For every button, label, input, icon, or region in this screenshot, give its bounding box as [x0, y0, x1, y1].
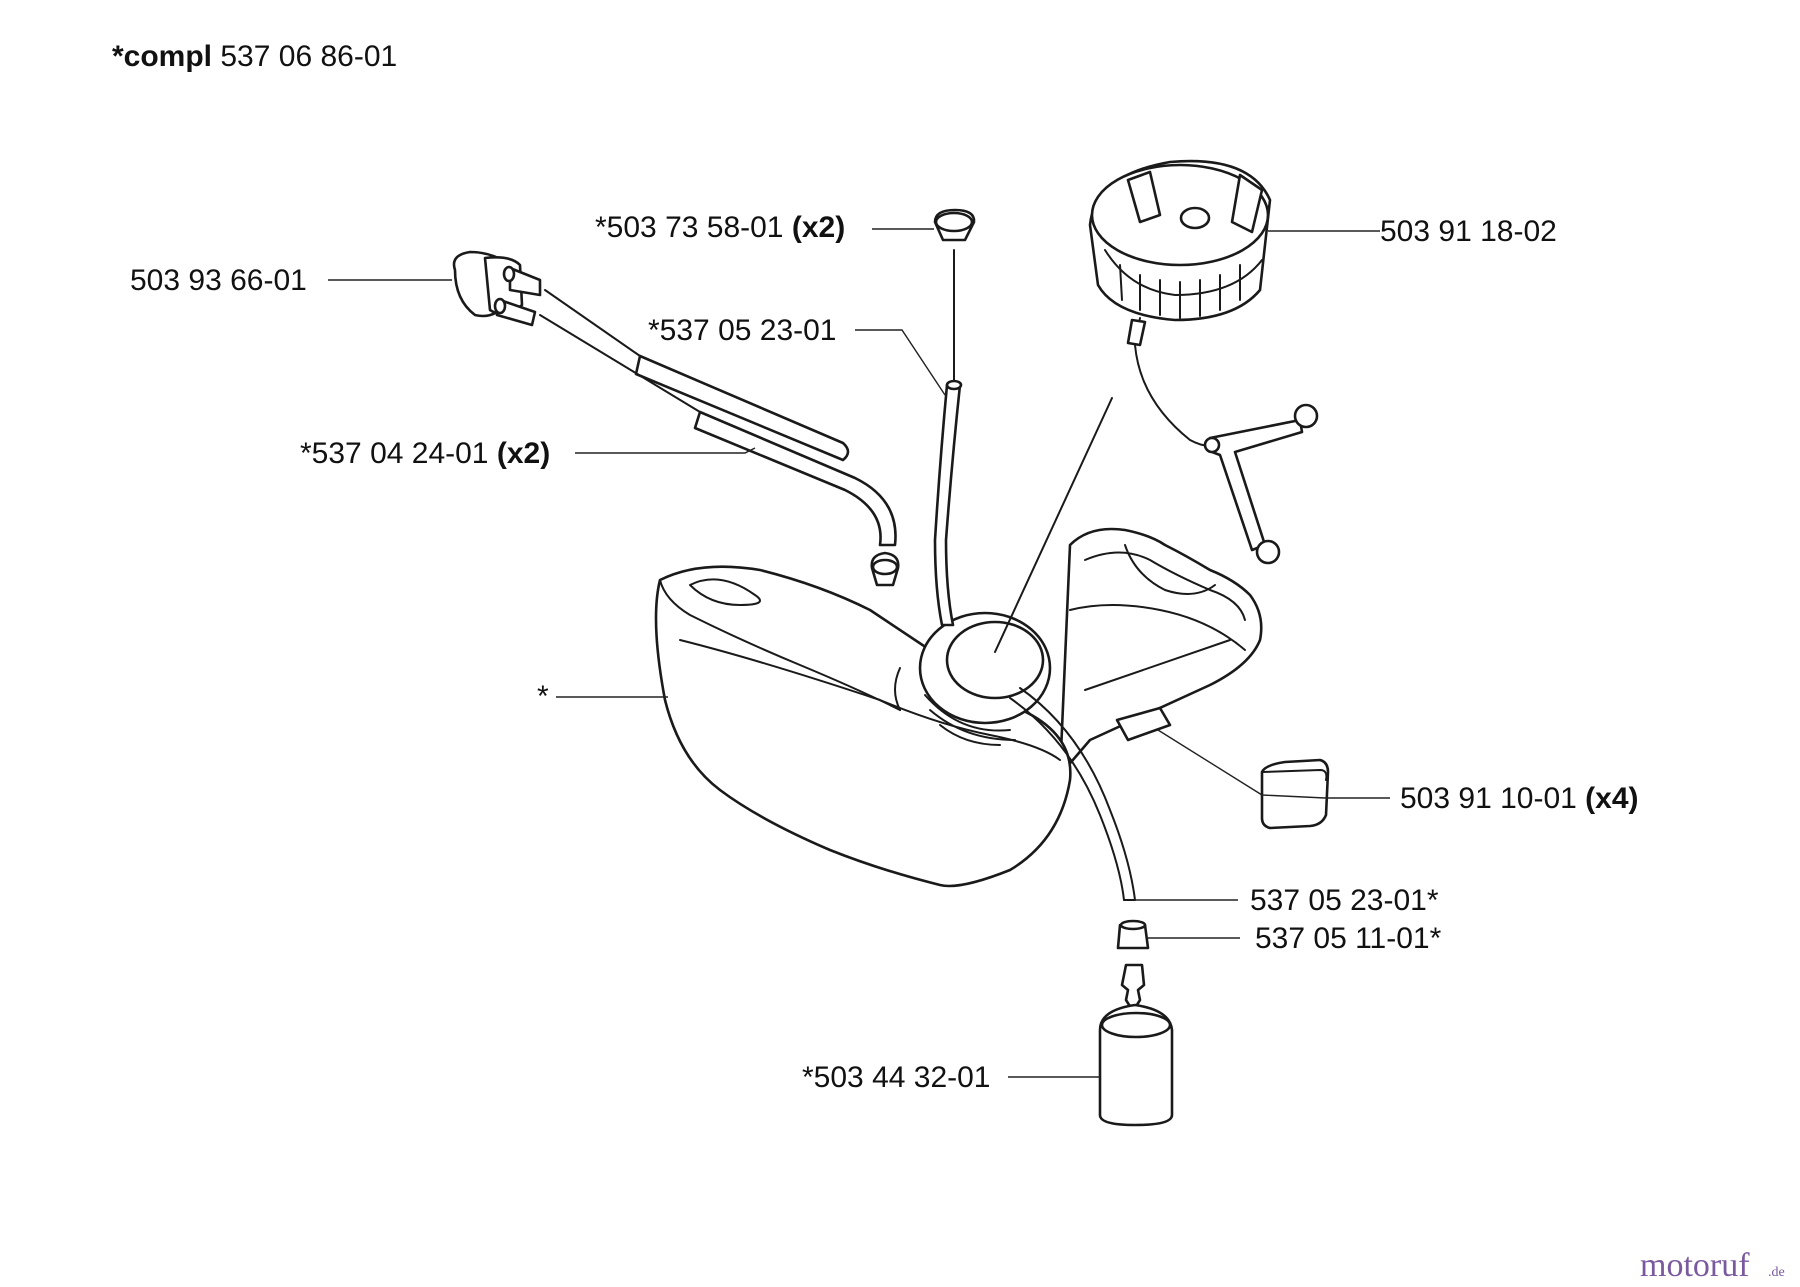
label-537-05-23-01-a: *537 05 23-01 — [648, 314, 837, 347]
fuel-tank — [654, 527, 1263, 888]
return-hose — [933, 379, 963, 627]
hose-connector — [1116, 919, 1150, 950]
rubber-mount — [1260, 758, 1330, 830]
label-503-91-10-01: 503 91 10-01 (x4) — [1400, 782, 1639, 815]
label-tank-asterisk: * — [537, 680, 549, 713]
fuel-cap — [1088, 159, 1319, 565]
label-537-04-24-01: *537 04 24-01 (x2) — [300, 437, 550, 470]
fuel-hoses — [539, 289, 897, 547]
label-537-05-23-01-b: 537 05 23-01* — [1250, 884, 1439, 917]
fuel-filter — [1098, 963, 1174, 1127]
label-503-93-66-01: 503 93 66-01 — [130, 264, 307, 297]
motoruf-logo: motoruf .de — [1640, 1247, 1785, 1284]
label-503-44-32-01: *503 44 32-01 — [802, 1061, 991, 1094]
label-503-91-18-02: 503 91 18-02 — [1380, 215, 1557, 248]
label-537-05-11-01: 537 05 11-01* — [1255, 922, 1442, 955]
cap-neck-leader — [994, 397, 1113, 653]
tank-vent-valve — [452, 250, 542, 327]
label-503-73-58-01: *503 73 58-01 (x2) — [595, 211, 845, 244]
grommet — [933, 208, 976, 381]
svg-text:.de: .de — [1768, 1265, 1785, 1280]
svg-text:motoruf: motoruf — [1640, 1247, 1750, 1284]
fuel-hose-internal — [1009, 687, 1136, 901]
leader-lines — [328, 228, 1390, 1078]
assembly-title: *compl 537 06 86-01 — [112, 40, 397, 73]
